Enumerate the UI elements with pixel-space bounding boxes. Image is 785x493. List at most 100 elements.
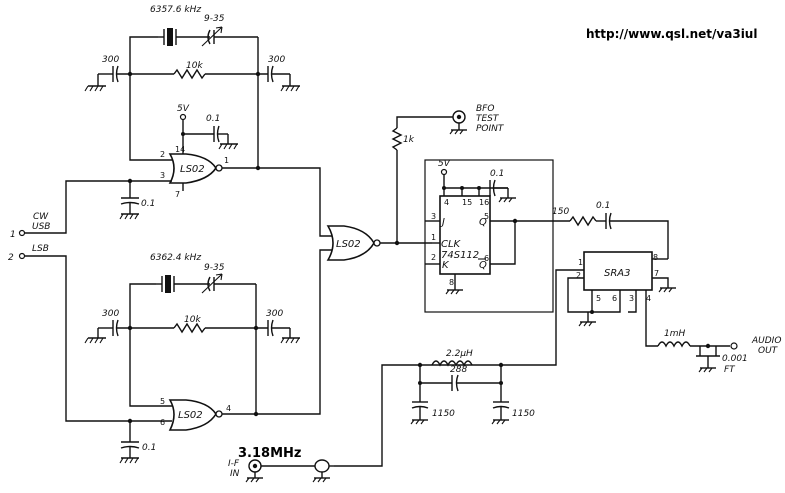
top-cap-left-value: 300 [102,55,119,65]
svg-text:POINT: POINT [476,124,505,134]
svg-text:1: 1 [578,258,583,267]
svg-text:7: 7 [654,269,659,278]
svg-text:LS02: LS02 [336,239,361,250]
switch-cw-label: CW [33,212,49,222]
bottom-resistor [173,322,206,334]
ground-symbol [280,74,300,92]
top-crystal-freq: 6357.6 kHz [150,5,201,15]
svg-text:4: 4 [646,294,651,303]
top-oscillator: 6357.6 kHz 9-35 300 10k 300 [84,5,332,237]
svg-text:3: 3 [629,294,634,303]
sra3-mixer: SRA3 1 2 8 7 5 6 3 4 [334,251,676,467]
if-left-cap-value: 1150 [432,409,455,419]
svg-text:7: 7 [175,190,180,199]
svg-text:Q: Q [479,217,487,228]
ground-symbol [119,213,139,220]
bottom-nor-gate: LS02 [168,399,223,431]
top-cap-right-value: 300 [268,55,285,65]
svg-text:6: 6 [160,418,165,427]
svg-text:4: 4 [226,404,231,413]
url-label: http://www.qsl.net/va3iul [586,27,757,41]
feedthrough-cap [696,346,720,373]
svg-text:Q: Q [479,260,487,271]
bottom-oscillator: 6362.4 kHz 9-35 300 10k 300 [84,249,332,464]
svg-text:CLK: CLK [441,239,462,250]
output-cap-value: 0.1 [596,201,610,211]
svg-text:2: 2 [8,253,14,263]
ground-symbol [280,328,300,344]
svg-text:0.001: 0.001 [722,354,748,364]
top-trimmer-cap [201,26,258,47]
svg-text:2: 2 [431,253,436,262]
svg-text:5: 5 [596,294,601,303]
svg-text:1: 1 [431,233,436,242]
flipflop-part: 74S112 [441,250,479,261]
top-trimmer-value: 9-35 [204,14,225,24]
svg-text:1: 1 [224,156,229,165]
ground-symbol [218,134,238,150]
if-inductor-value: 2.2μH [446,349,473,359]
svg-text:0.1: 0.1 [490,169,504,179]
svg-text:5: 5 [160,397,165,406]
audio-inductor [657,341,691,348]
bottom-input-cap-value: 0.1 [142,443,156,453]
output-resistor [569,215,597,227]
svg-text:15: 15 [462,198,472,207]
svg-text:J: J [440,217,445,228]
top-resistor [173,68,206,80]
if-input-label: I-F [228,459,240,469]
svg-text:8: 8 [449,278,454,287]
svg-text:3: 3 [431,212,436,221]
svg-text:3: 3 [160,171,165,180]
mixer-nor-gate: LS02 [326,225,381,261]
svg-text:6: 6 [612,294,617,303]
svg-text:IN: IN [230,469,240,479]
top-crystal [158,28,210,46]
svg-text:8: 8 [653,253,658,262]
ground-symbol [119,457,139,464]
switch-lsb-label: LSB [32,244,49,254]
svg-text:K: K [442,260,450,271]
flipflop-74s112: CLK 74S112 J K Q Q 1 3 2 5 6 4 15 16 8 5… [424,159,570,313]
if-input-connector [245,459,263,483]
bottom-resistor-value: 10k [184,315,201,325]
if-series-cap-value: 288 [450,365,467,375]
svg-text:1: 1 [10,230,16,240]
svg-text:LS02: LS02 [180,164,205,175]
svg-text:5: 5 [484,212,489,221]
svg-text:LS02: LS02 [178,410,203,421]
svg-text:FT: FT [724,365,736,375]
output-cap [605,212,612,230]
ground-symbol [498,188,516,203]
bottom-crystal [156,275,210,293]
if-filter [410,360,510,425]
mode-switch: 1 2 CW USB LSB [8,180,130,422]
svg-text:14: 14 [175,145,185,154]
top-cap-left [112,65,119,83]
mixer-part: SRA3 [604,268,631,279]
svg-text:6: 6 [484,254,489,263]
svg-text:OUT: OUT [758,346,779,356]
if-frequency-label: 3.18MHz [238,446,301,461]
svg-text:BFO: BFO [476,104,494,114]
top-resistor-value: 10k [186,61,203,71]
bottom-trimmer-value: 9-35 [204,263,225,273]
if-right-cap-value: 1150 [512,409,535,419]
svg-text:16: 16 [479,198,489,207]
bfo-test-point [391,110,467,243]
output-resistor-value: 150 [552,207,569,217]
svg-text:5V: 5V [438,159,451,169]
bottom-cap-left-value: 300 [102,309,119,319]
top-vcc-label: 5V [177,104,190,114]
svg-text:TEST: TEST [476,114,500,124]
bottom-trimmer-cap [201,273,256,294]
coax-cable-symbol [260,459,334,483]
bottom-cap-right-value: 300 [266,309,283,319]
bottom-cap-left [112,319,119,337]
top-nor-gate: LS02 [168,153,223,184]
svg-text:2: 2 [160,150,165,159]
ground-symbol [84,328,106,344]
audio-out-label: AUDIO [751,336,781,346]
top-cap-right [267,65,274,83]
